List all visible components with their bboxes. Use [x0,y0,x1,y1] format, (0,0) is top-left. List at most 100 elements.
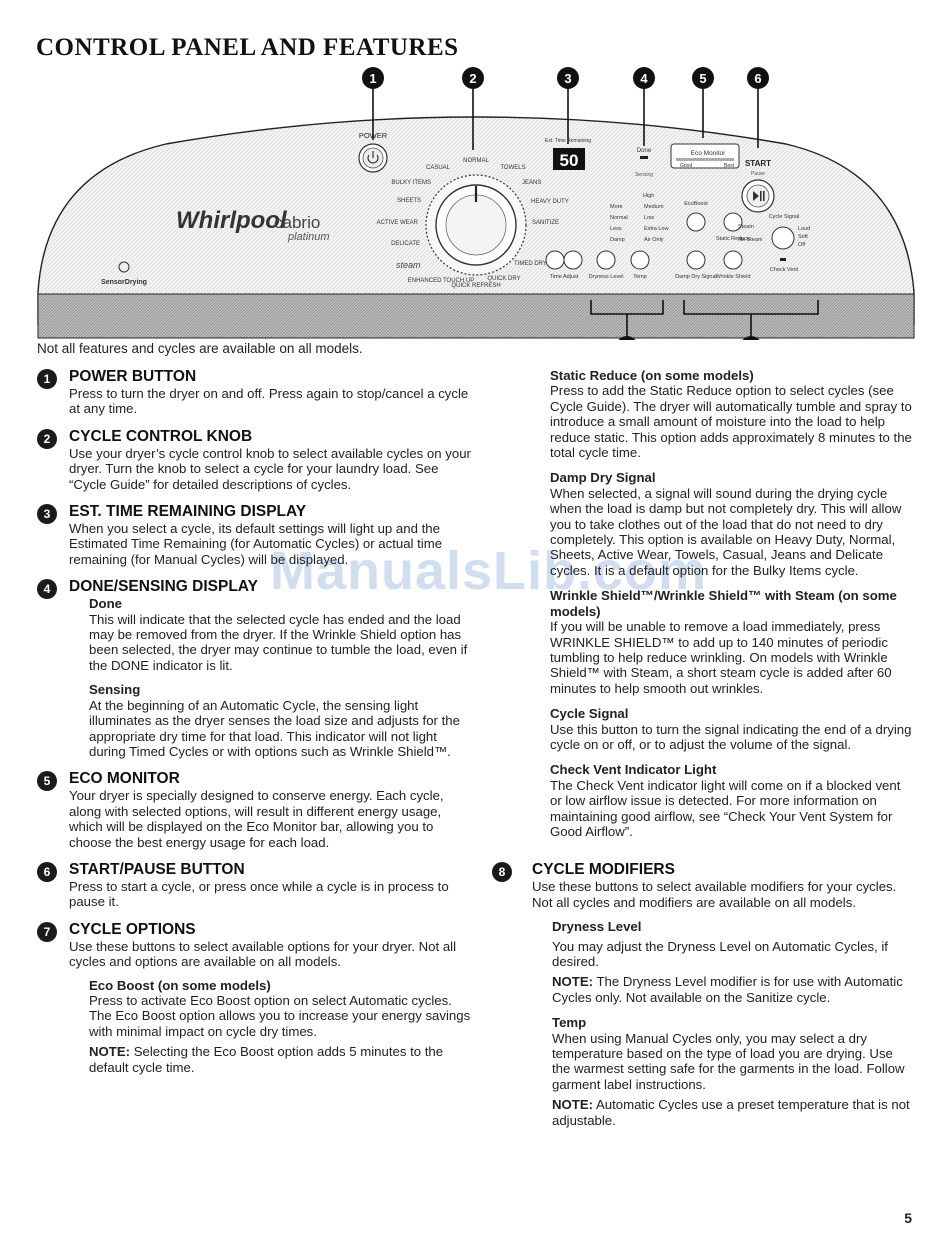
section-cycle-control-knob: 2 CYCLE CONTROL KNOB Use your dryer’s cy… [37,428,477,492]
cycle-label-active-wear: ACTIVE WEAR [377,220,419,226]
section-title: START/PAUSE BUTTON [69,860,245,878]
signal-loud-label: Loud [798,226,810,232]
subsection-check-vent: Check Vent Indicator Light The Check Ven… [550,762,912,839]
subsection-text: Use this button to turn the signal indic… [550,721,912,752]
eco-good-label: Good [680,163,692,169]
time-adjust-label: Time Adjust [550,274,579,280]
done-light [640,156,648,159]
section-number-badge: 8 [492,862,512,883]
availability-note: Not all features and cycles are availabl… [37,341,363,356]
damp-dry-signal-button[interactable] [686,250,706,270]
check-vent-light [780,258,786,261]
eco-boost-button[interactable] [686,212,706,232]
subsection-text: You may adjust the Dryness Level on Auto… [552,938,888,969]
est-time-display [553,148,585,170]
wrinkle-shield-button[interactable] [723,250,743,270]
right-column: Static Reduce (on some models) Press to … [492,368,912,1139]
section-title: CYCLE MODIFIERS [532,861,675,879]
est-time-label: Est. Time Remaining [545,138,591,144]
dryness-level-button[interactable] [596,250,616,270]
cycle-signal-button[interactable] [771,226,795,250]
note-label: NOTE: [552,974,594,990]
control-panel-svg: 1 2 3 4 5 6 Whirlpool cabrio platinum Se… [37,67,915,340]
cycle-label-towels: TOWELS [500,165,525,171]
model-name: cabrio [274,213,320,232]
subsection-eco-boost: Eco Boost (on some models) Press to acti… [89,978,477,1075]
cycle-label-sanitize: SANITIZE [532,220,559,226]
subsection-sensing: Sensing At the beginning of an Automatic… [89,682,477,759]
cycle-label-normal: NORMAL [463,158,489,164]
callout-5: 5 [699,71,706,86]
subsection-title: Cycle Signal [550,706,629,722]
subsection-title: Temp [552,1015,587,1031]
section-done-sensing: 4 DONE/SENSING DISPLAY Done This will in… [37,578,477,759]
subsection-dryness-level: Dryness Level You may adjust the Dryness… [552,919,912,1005]
section-eco-monitor: 5 ECO MONITOR Your dryer is specially de… [37,770,477,850]
section-text: Press to turn the dryer on and off. Pres… [69,386,469,417]
dryness-level-more: More [610,204,623,210]
cycle-label-delicate: DELICATE [391,241,420,247]
subsection-temp: Temp When using Manual Cycles only, you … [552,1015,912,1128]
sensor-drying-logo: SensorDrying [101,279,147,286]
start-label: START [745,159,771,168]
callout-3: 3 [564,71,571,86]
eco-monitor-label: Eco Monitor [691,150,727,157]
dryness-level-label: Dryness Level [589,274,624,280]
temp-level-extra-low: Extra Low [644,226,668,232]
section-title: ECO MONITOR [69,770,180,788]
control-panel-illustration: 1 2 3 4 5 6 Whirlpool cabrio platinum Se… [36,62,916,340]
play-pause-icon [753,191,765,201]
subsection-title: Damp Dry Signal [550,470,656,486]
subsection-text: If you will be unable to remove a load i… [550,619,892,696]
note-paragraph: NOTE: Selecting the Eco Boost option add… [89,1044,477,1075]
subsection-wrinkle-shield: Wrinkle Shield™/Wrinkle Shield™ with Ste… [550,588,912,696]
temp-button[interactable] [630,250,650,270]
note-text: Selecting the Eco Boost option adds 5 mi… [89,1044,444,1075]
eco-best-label: Best [724,163,735,169]
signal-soft-label: Soft [798,234,808,240]
section-number-badge: 5 [37,771,57,792]
section-number-badge: 3 [37,504,57,525]
cycle-label-quick-dry: QUICK DRY [487,276,520,282]
section-title: EST. TIME REMAINING DISPLAY [69,503,307,521]
dryness-level-normal: Normal [610,215,628,221]
subsection-title: Check Vent Indicator Light [550,762,717,778]
temp-level-low: Low [644,215,654,221]
note-paragraph: NOTE: The Dryness Level modifier is for … [552,974,912,1005]
time-adjust-down-button[interactable] [545,250,565,270]
wrinkle-shield-label: Wrinkle Shield [715,274,750,280]
section-est-time-display: 3 EST. TIME REMAINING DISPLAY When you s… [37,503,477,567]
subsection-title: Done [89,596,122,612]
subsection-done: Done This will indicate that the selecte… [89,596,477,673]
section-text: Use your dryer’s cycle control knob to s… [69,445,471,492]
done-label: Done [637,148,652,154]
section-power-button: 1 POWER BUTTON Press to turn the dryer o… [37,368,477,417]
section-number-badge: 1 [37,369,57,389]
note-text: Automatic Cycles use a preset temperatur… [552,1097,910,1128]
subsection-text: When using Manual Cycles only, you may s… [552,1030,905,1092]
subsection-text: At the beginning of an Automatic Cycle, … [89,697,460,759]
subsection-text: Press to add the Static Reduce option to… [550,383,912,461]
static-reduce-label: Static Reduce [716,236,750,242]
subsection-static-reduce: Static Reduce (on some models) Press to … [550,368,912,460]
subsection-damp-dry-signal: Damp Dry Signal When selected, a signal … [550,470,912,578]
section-text: Your dryer is specially designed to cons… [69,788,444,850]
dryness-level-high: High [643,193,654,199]
callout-markers [362,67,769,340]
cycle-label-heavy-duty: HEAVY DUTY [531,199,569,205]
section-title: CYCLE CONTROL KNOB [69,427,253,445]
est-time-digits: 50 [560,151,579,170]
cycle-control-knob[interactable] [425,174,527,276]
sensing-label: Sensing [635,172,653,178]
time-adjust-up-button[interactable] [563,250,583,270]
power-label: POWER [359,131,388,140]
damp-dry-signal-label: Damp Dry Signal [675,274,717,280]
callout-6: 6 [754,71,761,86]
static-reduce-button[interactable] [723,212,743,232]
section-title: DONE/SENSING DISPLAY [69,578,258,596]
brand-logo: Whirlpool [176,207,288,234]
section-text: Use these buttons to select available mo… [532,879,897,910]
panel-base [37,293,915,339]
signal-off-label: Off [798,242,806,248]
cycle-label-bulky: BULKY ITEMS [391,180,431,186]
